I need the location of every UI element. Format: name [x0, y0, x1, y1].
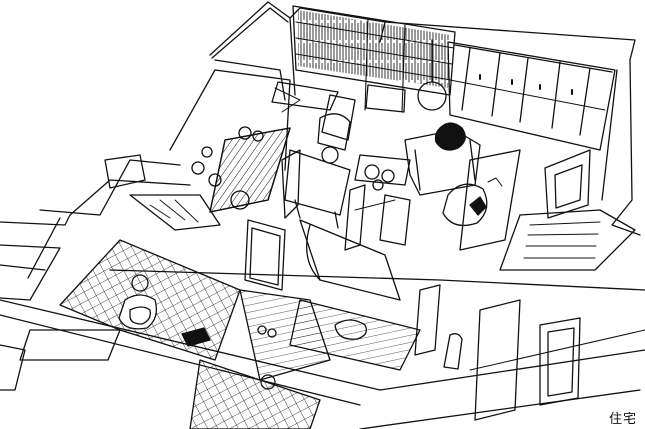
living-area [282, 123, 520, 250]
stair-wall [300, 185, 410, 300]
left-balcony [0, 155, 220, 300]
bathroom [0, 240, 240, 390]
caption-label: 住宅 [608, 412, 637, 427]
floor-beams [0, 270, 645, 405]
study-room [170, 70, 355, 212]
upper-walls [210, 2, 640, 235]
bookshelf [293, 6, 455, 112]
wall-cabinets [450, 45, 612, 135]
right-corridor [500, 150, 635, 270]
pendant-lamp [418, 40, 446, 110]
lower-room [290, 285, 645, 429]
